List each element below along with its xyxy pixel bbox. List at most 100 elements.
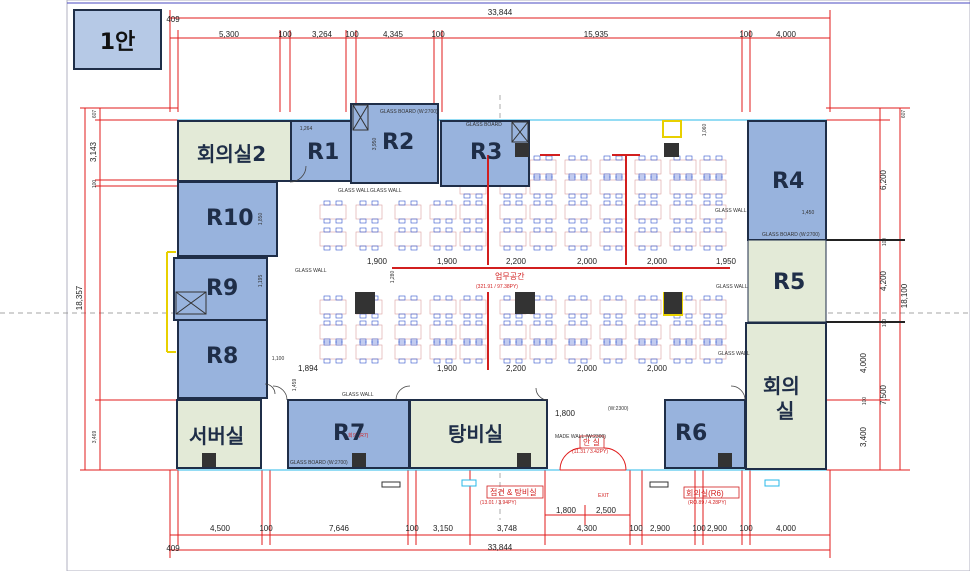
workstation xyxy=(599,295,627,319)
dim-bottom-segment: 4,300 xyxy=(577,524,598,533)
workstation xyxy=(699,175,727,199)
dimension-lines-bottom xyxy=(169,470,831,558)
workstation xyxy=(564,340,592,364)
room-label-r10: R10 xyxy=(206,206,254,231)
room-r10 xyxy=(177,181,278,257)
room-label-meeting-line2: 실 xyxy=(776,399,795,423)
room-label-r3: R3 xyxy=(470,140,503,165)
workstation xyxy=(634,340,662,364)
dim-left-total: 18,357 xyxy=(75,285,84,310)
room-r9 xyxy=(173,257,268,321)
workstation xyxy=(634,200,662,224)
workstation xyxy=(459,340,487,364)
dim-left-segment: 3,469 xyxy=(92,431,98,444)
workstation xyxy=(634,295,662,319)
dim-bottom-segment: 100 xyxy=(259,524,273,533)
workstation xyxy=(564,200,592,224)
workstation xyxy=(319,200,347,224)
workstation xyxy=(429,295,457,319)
workstation xyxy=(429,200,457,224)
workstation xyxy=(699,200,727,224)
room-label-pantry: 탕비실 xyxy=(448,422,504,446)
workstation xyxy=(499,200,527,224)
room-label-r6: R6 xyxy=(675,421,708,446)
dim-door-segment: 1,800 xyxy=(556,506,577,515)
entrance-note-box xyxy=(579,435,605,449)
svg-text:GLASS BOARD: GLASS BOARD xyxy=(466,122,502,128)
workstation xyxy=(599,340,627,364)
dim-inner-row1: 2,200 xyxy=(506,257,527,266)
workstation xyxy=(499,227,527,251)
exit-label: EXIT xyxy=(598,493,609,499)
dim-inner-top: 1,060 xyxy=(702,124,708,137)
dim-top-segment: 15,935 xyxy=(584,30,609,39)
dim-inner-row1: 2,000 xyxy=(647,257,668,266)
workstation xyxy=(499,320,527,344)
workstation xyxy=(699,295,727,319)
dim-bottom-segment: 100 xyxy=(405,524,419,533)
room-label-server: 서버실 xyxy=(189,424,245,448)
dimension-lines-top xyxy=(169,10,831,112)
dim-bottom-segment: 100 xyxy=(692,524,706,533)
room-label-r5: R5 xyxy=(773,270,806,295)
workstation xyxy=(564,295,592,319)
entrance-area: (11.31 / 3.42PY) xyxy=(572,449,608,455)
dim-right-segment: 100 xyxy=(882,238,888,247)
svg-text:(W:2300): (W:2300) xyxy=(608,406,629,412)
workstation xyxy=(699,227,727,251)
open-office-note: 업무공간 xyxy=(495,271,525,281)
workstation xyxy=(599,175,627,199)
room-r8 xyxy=(177,319,268,399)
workstation xyxy=(355,227,383,251)
entrance-note: 안 실 xyxy=(583,437,600,447)
dim-inner-row2: 2,000 xyxy=(647,364,668,373)
dim-right-segment: 100 xyxy=(882,319,888,328)
r6-note-box xyxy=(683,486,740,499)
dim-bottom-segment: 2,900 xyxy=(707,524,728,533)
r6-note: 회의실(R6) xyxy=(686,488,724,498)
workstation xyxy=(634,320,662,344)
workstation xyxy=(394,340,422,364)
dim-right-segment: 607 xyxy=(901,110,907,119)
wall-stubs xyxy=(826,239,905,323)
variant-label-box: 1안 xyxy=(73,9,162,70)
dim-inner-misc: 1,280 xyxy=(390,271,396,284)
dim-right-segment: 3,400 xyxy=(859,426,868,447)
svg-text:GLASS WALL: GLASS WALL xyxy=(338,188,370,194)
room-label-r2: R2 xyxy=(382,130,415,155)
workstation xyxy=(529,227,557,251)
dim-right-segment: 4,200 xyxy=(879,270,888,291)
svg-text:GLASS WALL: GLASS WALL xyxy=(370,188,402,194)
dim-inner-misc: 1,195 xyxy=(258,275,264,288)
room-label-r9: R9 xyxy=(206,276,239,301)
dim-inner-top: 1,264 xyxy=(300,126,313,132)
dim-top-offset: 409 xyxy=(166,15,180,24)
dimension-lines-left xyxy=(80,107,178,471)
svg-text:GLASS WALL: GLASS WALL xyxy=(718,351,750,357)
dim-top-segment: 4,345 xyxy=(383,30,404,39)
workstation xyxy=(599,200,627,224)
workstation xyxy=(669,175,697,199)
dim-bottom-segment: 7,646 xyxy=(329,524,350,533)
svg-text:GLASS BOARD (W:2700): GLASS BOARD (W:2700) xyxy=(290,460,348,466)
r6-area: (RO.89 / 4.28PY) xyxy=(688,500,727,506)
lobby-note-box xyxy=(486,485,544,499)
partition-lines xyxy=(392,154,730,370)
dim-left-segment: 607 xyxy=(92,110,98,119)
structural-columns xyxy=(202,143,732,467)
svg-text:GLASS WALL: GLASS WALL xyxy=(295,268,327,274)
dim-top-segment: 4,000 xyxy=(776,30,797,39)
dim-inner-row2: 2,200 xyxy=(506,364,527,373)
svg-text:GLASS WALL: GLASS WALL xyxy=(716,284,748,290)
dim-top-total: 33,844 xyxy=(488,8,513,17)
workstation xyxy=(529,340,557,364)
dim-right-total: 18,100 xyxy=(900,283,909,308)
dim-bottom-segment: 3,150 xyxy=(433,524,454,533)
workstation xyxy=(564,175,592,199)
dim-inner-row2: 1,900 xyxy=(437,364,458,373)
dim-bottom-segment: 100 xyxy=(739,524,753,533)
